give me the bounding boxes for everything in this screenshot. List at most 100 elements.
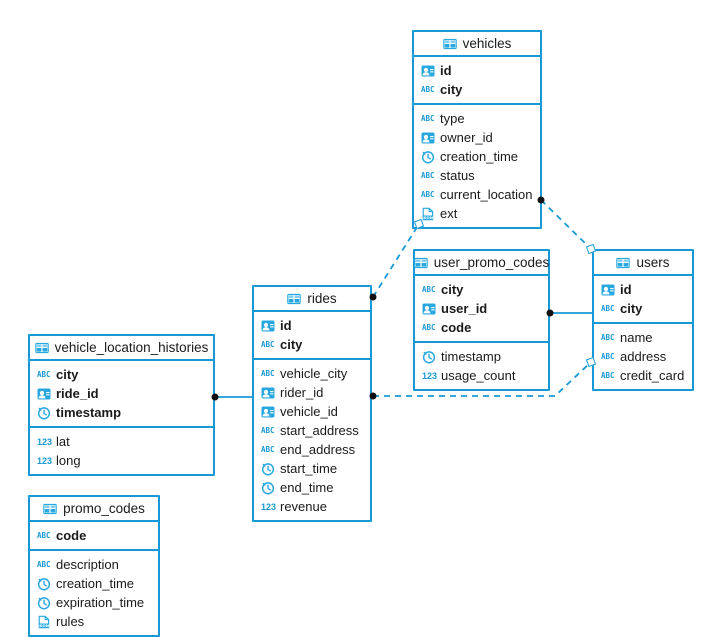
identity-icon: [37, 387, 51, 401]
column-row-vehicle_id[interactable]: vehicle_id: [254, 402, 370, 421]
table-header-promo_codes[interactable]: promo_codes: [30, 497, 158, 522]
column-name: credit_card: [620, 368, 685, 383]
column-row-expiration_time[interactable]: expiration_time: [30, 593, 158, 612]
relationship-endpoint-dot-vehicle_location_histories-to-rides: [211, 393, 219, 401]
column-name: lat: [56, 434, 70, 449]
column-row-rider_id[interactable]: rider_id: [254, 383, 370, 402]
column-row-start_time[interactable]: start_time: [254, 459, 370, 478]
column-row-id[interactable]: id: [254, 316, 370, 335]
table-header-user_promo_codes[interactable]: user_promo_codes: [413, 251, 549, 276]
abc-icon: ABC: [37, 530, 51, 540]
column-name: type: [440, 111, 465, 126]
column-row-creation_time[interactable]: creation_time: [414, 147, 540, 166]
identity-icon: [421, 131, 435, 145]
column-row-id[interactable]: id: [414, 61, 540, 80]
column-row-code[interactable]: ABC code: [30, 526, 158, 545]
abc-icon: ABC: [601, 332, 615, 342]
relationship-endpoint-dot-rides-to-users: [369, 392, 377, 400]
column-row-credit_card[interactable]: ABC credit_card: [594, 366, 692, 385]
table-title: users: [636, 254, 670, 270]
column-name: id: [280, 318, 292, 333]
clock-icon: [37, 577, 51, 591]
abc-icon: ABC: [422, 322, 436, 332]
table-icon: [616, 256, 631, 270]
column-row-timestamp[interactable]: timestamp: [415, 347, 548, 366]
identity-icon: [422, 302, 436, 316]
abc-icon: ABC: [261, 425, 275, 435]
number-icon: 123: [422, 370, 438, 381]
number-icon: 123: [261, 501, 277, 512]
identity-icon: [261, 405, 275, 419]
identity-icon: [601, 283, 615, 297]
column-row-timestamp[interactable]: timestamp: [30, 403, 213, 422]
table-icon: [287, 292, 302, 306]
column-name: user_id: [441, 301, 488, 316]
column-name: status: [440, 168, 475, 183]
table-header-rides[interactable]: rides: [254, 287, 370, 312]
column-name: rider_id: [280, 385, 324, 400]
abc-icon: ABC: [261, 444, 275, 454]
table-title: rides: [307, 290, 337, 306]
column-name: code: [56, 528, 87, 543]
identity-icon: [421, 64, 435, 78]
column-name: vehicle_id: [280, 404, 338, 419]
number-icon: 123: [37, 436, 53, 447]
identity-icon: [261, 386, 275, 400]
column-row-end_time[interactable]: end_time: [254, 478, 370, 497]
column-row-ride_id[interactable]: ride_id: [30, 384, 213, 403]
table-header-users[interactable]: users: [594, 251, 692, 276]
column-name: expiration_time: [56, 595, 145, 610]
abc-icon: ABC: [37, 369, 51, 379]
table-header-vehicle_location_histories[interactable]: vehicle_location_histories: [30, 336, 213, 361]
identity-icon: [261, 319, 275, 333]
relationship-endpoint-dot-vehicles-to-users: [537, 196, 545, 204]
column-row-owner_id[interactable]: owner_id: [414, 128, 540, 147]
abc-icon: ABC: [601, 370, 615, 380]
table-title: vehicle_location_histories: [54, 339, 209, 355]
relationship-endpoint-dot-rides-to-vehicles: [369, 293, 377, 301]
column-row-creation_time[interactable]: creation_time: [30, 574, 158, 593]
abc-icon: ABC: [261, 368, 275, 378]
column-row-id[interactable]: id: [594, 280, 692, 299]
column-name: rules: [56, 614, 85, 629]
column-name: id: [620, 282, 632, 297]
table-icon: [43, 502, 57, 516]
table-icon: [442, 37, 457, 51]
table-header-vehicles[interactable]: vehicles: [414, 32, 540, 57]
column-row-user_id[interactable]: user_id: [415, 299, 548, 318]
column-name: city: [280, 337, 303, 352]
